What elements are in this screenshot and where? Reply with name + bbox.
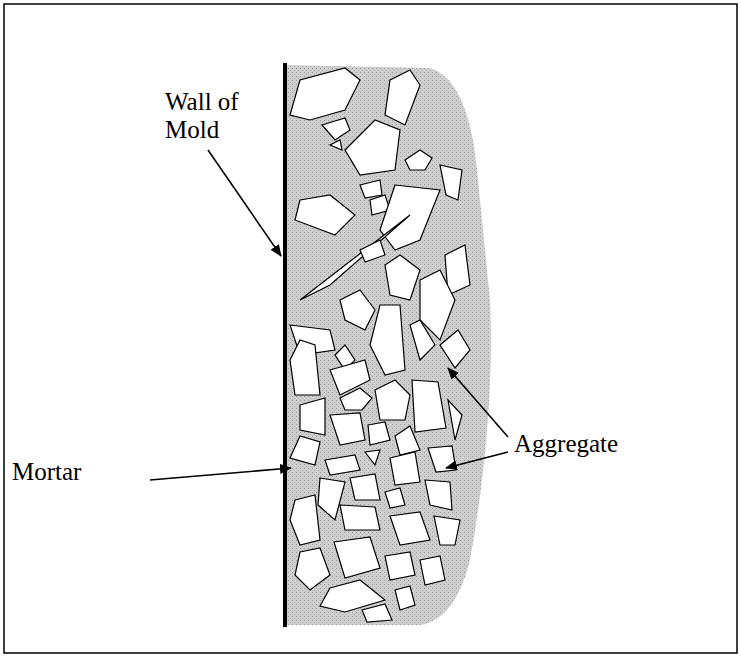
aggregate-label: Aggregate (514, 430, 674, 458)
wall-label: Wall of Mold (165, 88, 283, 144)
mortar-region (285, 65, 491, 625)
frame (4, 4, 737, 653)
leader-arrows (150, 150, 508, 480)
aggregate-pieces (290, 68, 470, 622)
mortar-label: Mortar (12, 458, 152, 486)
mold-wall (283, 63, 287, 627)
